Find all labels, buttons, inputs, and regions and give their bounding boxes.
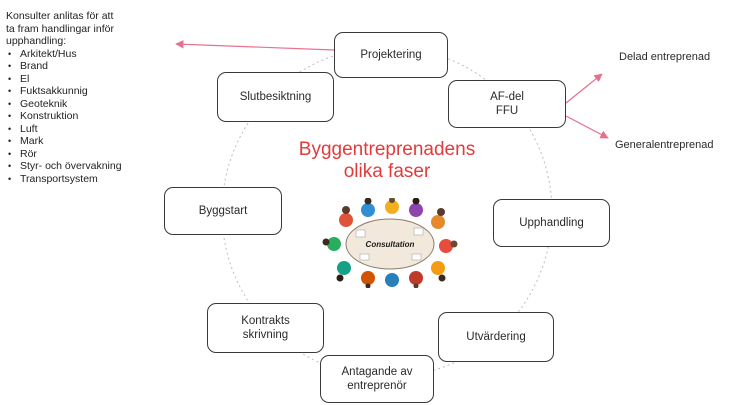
phase-label: Antagande av <box>341 366 413 378</box>
consultant-item: Styr- och övervakning <box>6 160 171 173</box>
phase-label: Byggstart <box>198 205 248 217</box>
phase-label: Utvärdering <box>466 331 526 343</box>
consultant-item: Rör <box>6 148 171 161</box>
phase-label: Kontrakts <box>241 315 290 327</box>
phase-af-del-ffu: AF-del FFU <box>448 80 566 128</box>
consultants-note-line: Konsulter anlitas för att <box>6 10 114 22</box>
phase-antagande-av-entreprenor: Antagande av entreprenör <box>320 355 434 403</box>
phase-utvardering: Utvärdering <box>438 312 554 362</box>
phase-label: Upphandling <box>519 217 584 229</box>
phase-label: Slutbesiktning <box>239 91 312 103</box>
consultant-item: Geoteknik <box>6 98 171 111</box>
consultants-note-line: upphandling: <box>6 35 67 47</box>
consultant-item: Luft <box>6 123 171 136</box>
phase-slutbesiktning: Slutbesiktning <box>217 72 334 122</box>
people-icon <box>322 198 458 288</box>
diagram-title-line: olika faser <box>343 161 431 182</box>
arrow-to-consultants <box>175 40 335 51</box>
consultant-item: Fuktsakkunnig <box>6 85 171 98</box>
phase-upphandling: Upphandling <box>493 199 610 247</box>
consultant-item: Arkitekt/Hus <box>6 48 171 61</box>
phase-byggstart: Byggstart <box>164 187 282 235</box>
phase-projektering: Projektering <box>334 32 448 78</box>
phase-label: AF-del <box>490 91 524 103</box>
diagram-title-line: Byggentreprenadens <box>298 139 476 160</box>
consultant-item: Brand <box>6 60 171 73</box>
outcome-delad-entreprenad: Delad entreprenad <box>619 51 711 63</box>
consultant-item: Konstruktion <box>6 110 171 123</box>
phase-label: entreprenör <box>347 380 407 392</box>
consultation-meeting-illustration: Consultation <box>322 198 458 288</box>
documents-icon <box>355 227 424 261</box>
arrow-to-generalentreprenad <box>565 115 609 139</box>
outcome-generalentreprenad: Generalentreprenad <box>615 139 714 151</box>
diagram-title: Byggentreprenadens olika faser <box>270 139 504 183</box>
consultant-item: Transportsystem <box>6 173 171 186</box>
phase-label: FFU <box>495 105 519 117</box>
phase-kontrakts-skrivning: Kontrakts skrivning <box>207 303 324 353</box>
phase-label: Projektering <box>360 49 422 61</box>
consultants-note-line: ta fram handlingar inför <box>6 22 114 35</box>
arrow-to-delad-entreprenad <box>565 73 603 104</box>
consultant-item: Mark <box>6 135 171 148</box>
phase-label: skrivning <box>242 329 289 341</box>
consultants-note: Konsulter anlitas för att ta fram handli… <box>6 10 171 185</box>
consultant-list: Arkitekt/Hus Brand El Fuktsakkunnig Geot… <box>6 48 171 186</box>
illustration-label: Consultation <box>366 240 415 249</box>
consultant-item: El <box>6 73 171 86</box>
